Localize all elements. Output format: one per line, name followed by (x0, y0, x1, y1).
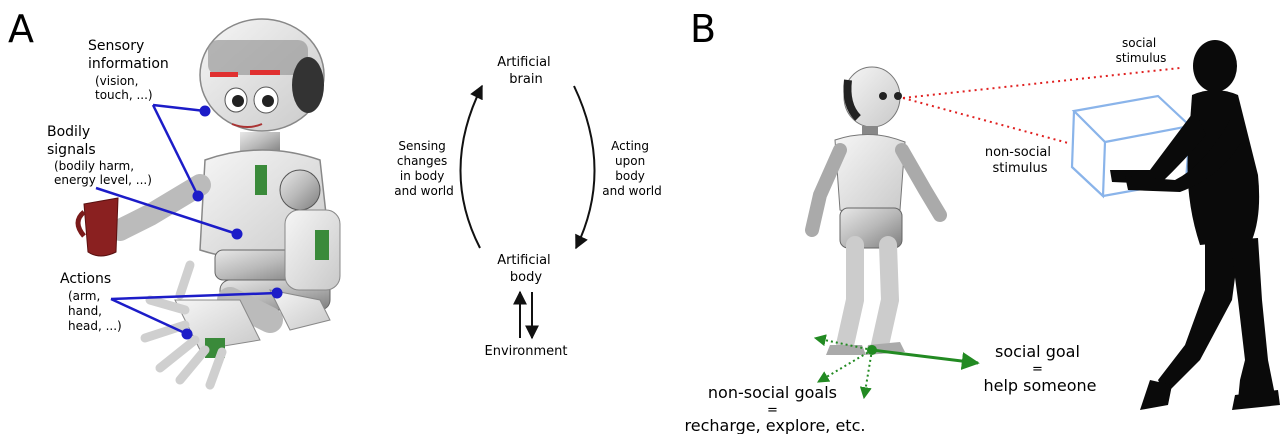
sensing-label: Sensing changes in body and world (394, 139, 453, 198)
non-social-arrow-2 (816, 349, 873, 383)
environment-label: Environment (484, 344, 567, 359)
non-social-stimulus-label: non-social stimulus (985, 145, 1055, 176)
sensory-dot (199, 105, 211, 117)
gaze-lines (902, 67, 1181, 144)
non-social-goals-label: non-social goals = recharge, explore, et… (685, 383, 866, 434)
brain-label: Artificial brain (497, 55, 555, 87)
social-goal-label: social goal = help someone (984, 342, 1097, 395)
loop-diagram: Artificial brain Artificial body Environ… (394, 55, 661, 359)
goal-origin-dot (867, 345, 877, 355)
social-stimulus-label: social stimulus (1116, 36, 1167, 65)
bodily-dot-1 (192, 190, 204, 202)
goal-arrows (813, 334, 980, 400)
person-silhouette (1110, 40, 1280, 410)
connector-lines (95, 103, 278, 336)
acting-arrow (573, 85, 596, 250)
bodily-label: Bodily signals (bodily harm, energy leve… (47, 124, 152, 187)
actions-dot-2 (181, 328, 193, 340)
actions-label: Actions (arm, hand, head, ...) (60, 271, 122, 333)
bodily-dot-2 (231, 228, 243, 240)
sensory-label: Sensory information (vision, touch, ...) (88, 38, 173, 102)
social-goal-arrow (871, 348, 980, 370)
sensing-arrow (459, 84, 483, 249)
walking-robot-illustration (805, 66, 947, 355)
non-social-arrow-3 (859, 349, 873, 400)
panel-a-letter: A (8, 7, 34, 51)
acting-label: Acting upon body and world (602, 139, 661, 198)
panel-b-letter: B (690, 7, 716, 51)
connector-dots (181, 105, 283, 340)
actions-dot-1 (271, 287, 283, 299)
body-label: Artificial body (497, 253, 555, 285)
